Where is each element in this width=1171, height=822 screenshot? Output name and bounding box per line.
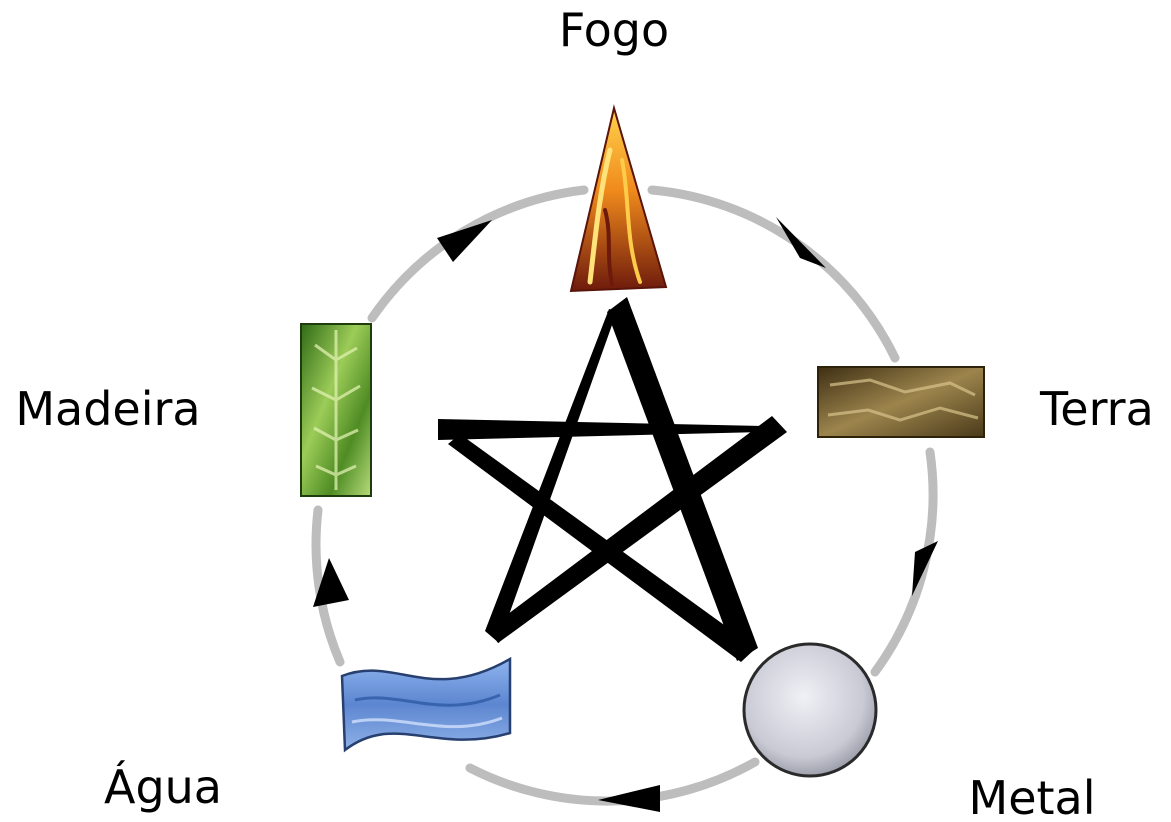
ring-arc-fire-earth	[652, 190, 895, 358]
wood-element: Madeira	[15, 324, 371, 496]
fire-label: Fogo	[559, 3, 669, 57]
earth-label: Terra	[1039, 382, 1154, 436]
arrow-fire-to-earth	[776, 217, 826, 268]
fire-element: Fogo	[559, 3, 669, 291]
wood-label: Madeira	[15, 382, 200, 436]
water-element: Água	[104, 659, 510, 814]
star-line-wood-to-earth	[438, 419, 763, 440]
water-label: Água	[104, 760, 222, 814]
metal-label: Metal	[969, 771, 1096, 822]
fire-icon	[571, 108, 666, 291]
ring-arc-metal-water	[470, 762, 755, 801]
earth-rectangle-icon	[818, 367, 984, 437]
ring-arc-wood-fire	[372, 190, 584, 318]
metal-circle-icon	[744, 644, 876, 776]
arrow-metal-to-water	[598, 785, 660, 812]
earth-element: Terra	[818, 367, 1154, 437]
metal-element: Metal	[744, 644, 1096, 822]
controlling-star	[438, 297, 787, 662]
